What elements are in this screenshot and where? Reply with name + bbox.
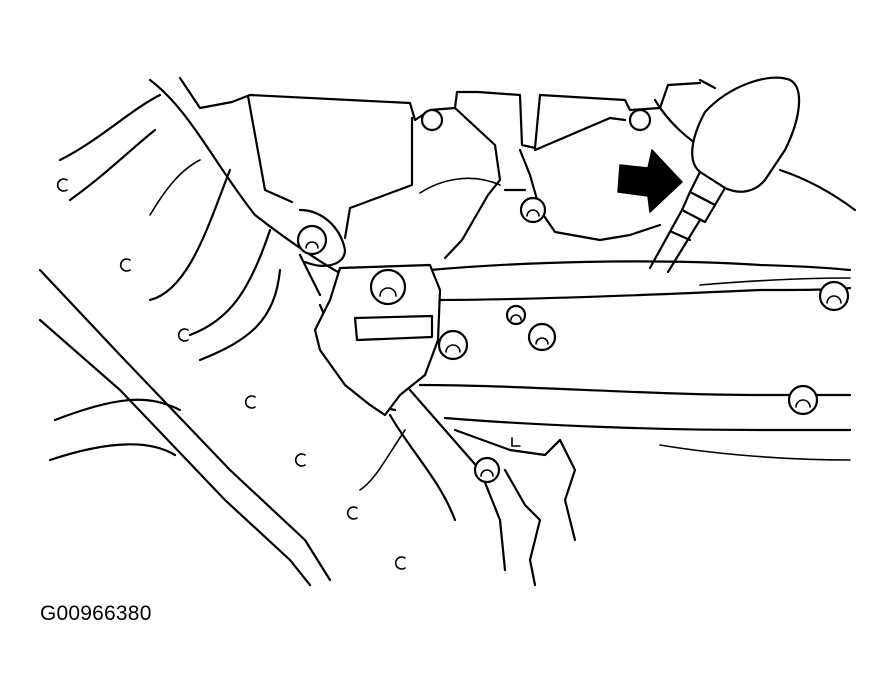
bolt-heads	[296, 108, 850, 484]
screwdriver-icon	[648, 76, 801, 274]
bolt-head-icon	[527, 322, 557, 352]
mounting-bracket	[298, 208, 442, 417]
bolt-head-icon	[519, 196, 547, 224]
bolt-head-icon	[787, 384, 819, 416]
upper-housing	[148, 76, 702, 292]
bolt-head-icon	[473, 456, 501, 484]
bolt-head-icon	[505, 304, 527, 326]
rail-holes	[56, 178, 406, 570]
bolt-head-icon	[628, 108, 652, 132]
arrow-right-icon	[617, 149, 683, 213]
cross-member	[418, 260, 852, 461]
figure-id-label: G00966380	[40, 602, 152, 625]
left-housing-curves	[58, 93, 282, 362]
bolt-head-icon	[296, 224, 328, 256]
bolt-head-icon	[369, 268, 407, 306]
bolt-head-icon	[818, 280, 850, 312]
bolt-head-icon	[420, 108, 444, 132]
bolt-head-icon	[437, 329, 469, 361]
